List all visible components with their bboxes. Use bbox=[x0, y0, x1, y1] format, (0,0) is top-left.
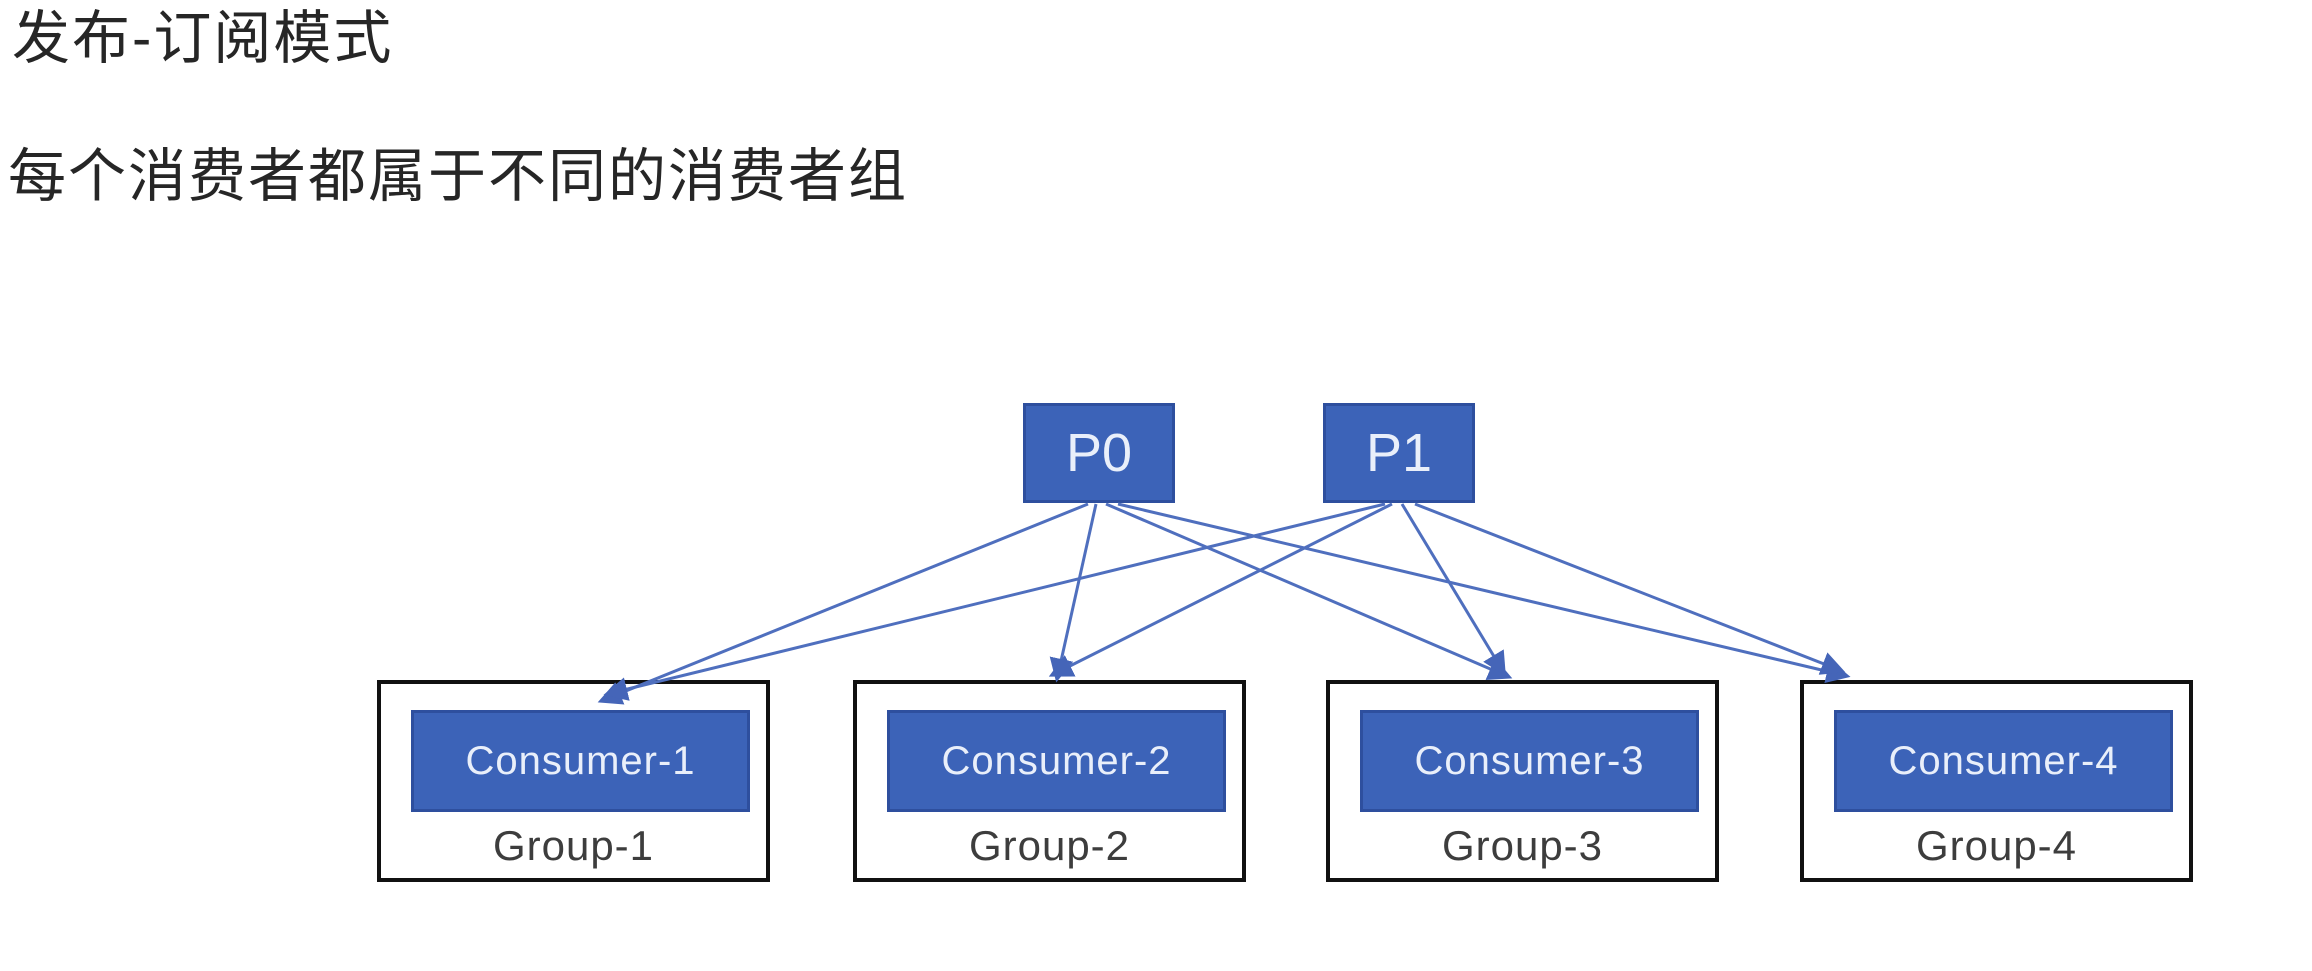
arrow-p1-consumer4-icon bbox=[1414, 502, 1846, 675]
consumer-2-label: Consumer-2 bbox=[941, 738, 1172, 783]
group-3-label: Group-3 bbox=[1441, 822, 1604, 869]
consumer-node-1: Consumer-1 bbox=[411, 710, 750, 812]
partition-p1-label: P1 bbox=[1365, 423, 1433, 483]
arrow-p0-consumer4-icon bbox=[1117, 502, 1851, 683]
partition-node-p0: P0 bbox=[1023, 403, 1175, 503]
arrow-p1-consumer1-icon bbox=[603, 502, 1386, 701]
consumer-3-label: Consumer-3 bbox=[1414, 738, 1645, 783]
consumer-4-label: Consumer-4 bbox=[1888, 738, 2119, 783]
group-1-label: Group-1 bbox=[492, 822, 655, 869]
arrow-p1-consumer2-icon bbox=[1048, 502, 1393, 677]
group-box-1: Consumer-1 Group-1 bbox=[377, 680, 770, 882]
group-2-label: Group-2 bbox=[968, 822, 1131, 869]
consumer-node-2: Consumer-2 bbox=[887, 710, 1226, 812]
arrow-p0-consumer1-icon bbox=[597, 502, 1089, 705]
consumer-node-3: Consumer-3 bbox=[1360, 710, 1699, 812]
group-box-4: Consumer-4 Group-4 bbox=[1800, 680, 2193, 882]
arrow-p0-consumer3-icon bbox=[1105, 502, 1513, 680]
partition-node-p1: P1 bbox=[1323, 403, 1475, 503]
group-box-2: Consumer-2 Group-2 bbox=[853, 680, 1246, 882]
page-subtitle: 每个消费者都属于不同的消费者组 bbox=[8, 144, 909, 209]
group-box-3: Consumer-3 Group-3 bbox=[1326, 680, 1719, 882]
page-title: 发布-订阅模式 bbox=[12, 6, 394, 71]
arrow-p1-consumer3-icon bbox=[1400, 503, 1506, 677]
arrow-p0-consumer2-icon bbox=[1049, 503, 1098, 683]
partition-p0-label: P0 bbox=[1065, 423, 1133, 483]
group-4-label: Group-4 bbox=[1915, 822, 2078, 869]
consumer-1-label: Consumer-1 bbox=[465, 738, 696, 783]
consumer-node-4: Consumer-4 bbox=[1834, 710, 2173, 812]
